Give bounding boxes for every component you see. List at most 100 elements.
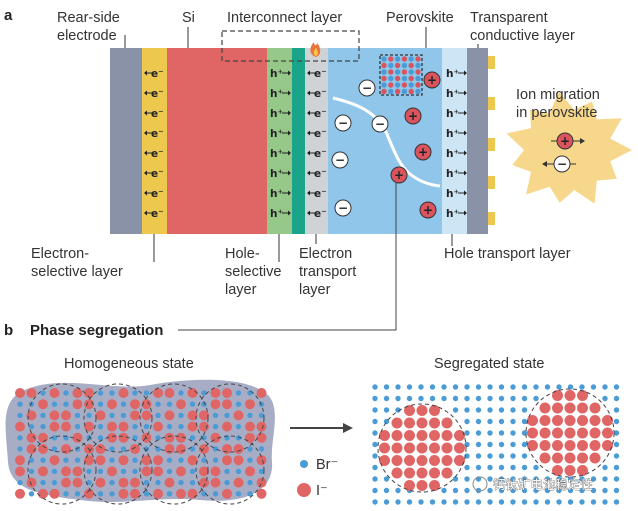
lattice-ion [394,62,401,69]
br-ion [212,457,219,463]
i-ion [199,410,209,421]
electron-carrier: e⁻ [314,88,327,100]
ions-perovskite: −+−+−−++−+ [331,71,441,219]
hole-carrier: h⁺ [446,188,459,200]
br-ion [590,487,597,494]
legend-br-swatch [300,460,308,468]
br-ion [74,491,81,497]
br-ion [86,479,92,486]
br-ion [579,476,585,482]
br-ion [487,487,493,494]
br-ion [120,412,127,419]
br-ion [464,499,470,505]
hole-transport-layer-rect [442,48,467,234]
i-ion [564,427,576,439]
i-ion [589,452,601,464]
br-ion [510,407,516,413]
br-ion [17,412,23,419]
i-ion [404,430,415,441]
br-ion [97,435,104,441]
br-ion [475,464,482,471]
i-ion [454,442,465,454]
lattice-ion [401,82,408,88]
anion-sign: − [335,153,345,167]
br-ion [533,476,539,482]
i-ion [577,427,588,439]
br-ion [521,407,528,413]
br-ion [613,407,620,413]
br-ion [63,390,69,396]
i-ion [539,427,551,439]
br-ion [201,390,207,396]
br-ion [395,499,401,505]
br-ion [28,457,35,463]
br-ion [40,423,46,430]
lattice-ion [408,62,414,69]
cation [419,201,437,219]
i-ion [84,388,94,398]
label-etl: Electron transport layer [299,246,360,298]
i-ion [72,432,83,443]
domain-circle [139,435,209,505]
br-ion [510,487,516,494]
br-ion [510,464,516,471]
i-ion [233,455,244,466]
br-ion [258,468,265,475]
label-tco: Transparent conductive layer [470,10,575,44]
i-ion [176,399,186,410]
i-ion [454,430,465,441]
i-ion [153,388,163,398]
i-ion [564,390,576,401]
i-ion [118,388,129,398]
label-interconnect: Interconnect layer [227,10,342,26]
br-ion [201,491,207,497]
i-ion [84,399,94,410]
starburst-ions: +− [542,132,585,173]
br-ion [40,457,46,463]
lattice-ion [394,82,401,88]
i-ion [552,465,563,476]
hole-carrier: h⁺ [270,88,283,100]
br-ion [567,384,574,390]
svg-text:−: − [557,157,567,171]
br-ion [579,487,585,494]
br-ion [247,446,253,452]
br-ion [372,499,378,505]
br-ion [498,464,505,471]
br-ion [521,453,528,459]
flame-icon [310,42,321,57]
i-ion [130,488,140,499]
domain-circle [195,383,265,453]
br-ion [498,418,505,425]
i-ion [187,410,198,421]
br-ion [464,487,470,494]
i-ion [38,466,48,477]
br-ion [613,499,620,505]
electron-carrier: e⁻ [151,148,164,160]
i-ion [552,452,563,464]
br-ion [166,423,173,430]
br-ion [383,476,390,482]
i-ion [26,388,37,398]
br-ion [74,412,81,419]
br-ion [383,499,390,505]
cation-sign: + [408,109,418,123]
i-ion [72,399,83,410]
br-ion [372,476,378,482]
i-ion [164,432,175,443]
i-ion [118,455,129,466]
br-ion [475,418,482,425]
hole-carrier: h⁺ [270,68,283,80]
anion [553,155,571,173]
br-ion [521,487,528,494]
electron-carrier: e⁻ [314,208,327,220]
hole-carrier: h⁺ [446,128,459,140]
br-ion [40,479,46,486]
i-ion [15,488,25,499]
electron-carrier: e⁻ [314,128,327,140]
br-ion [383,487,390,494]
i-ion [222,455,232,466]
br-ion [464,384,470,390]
br-ion [544,487,551,494]
